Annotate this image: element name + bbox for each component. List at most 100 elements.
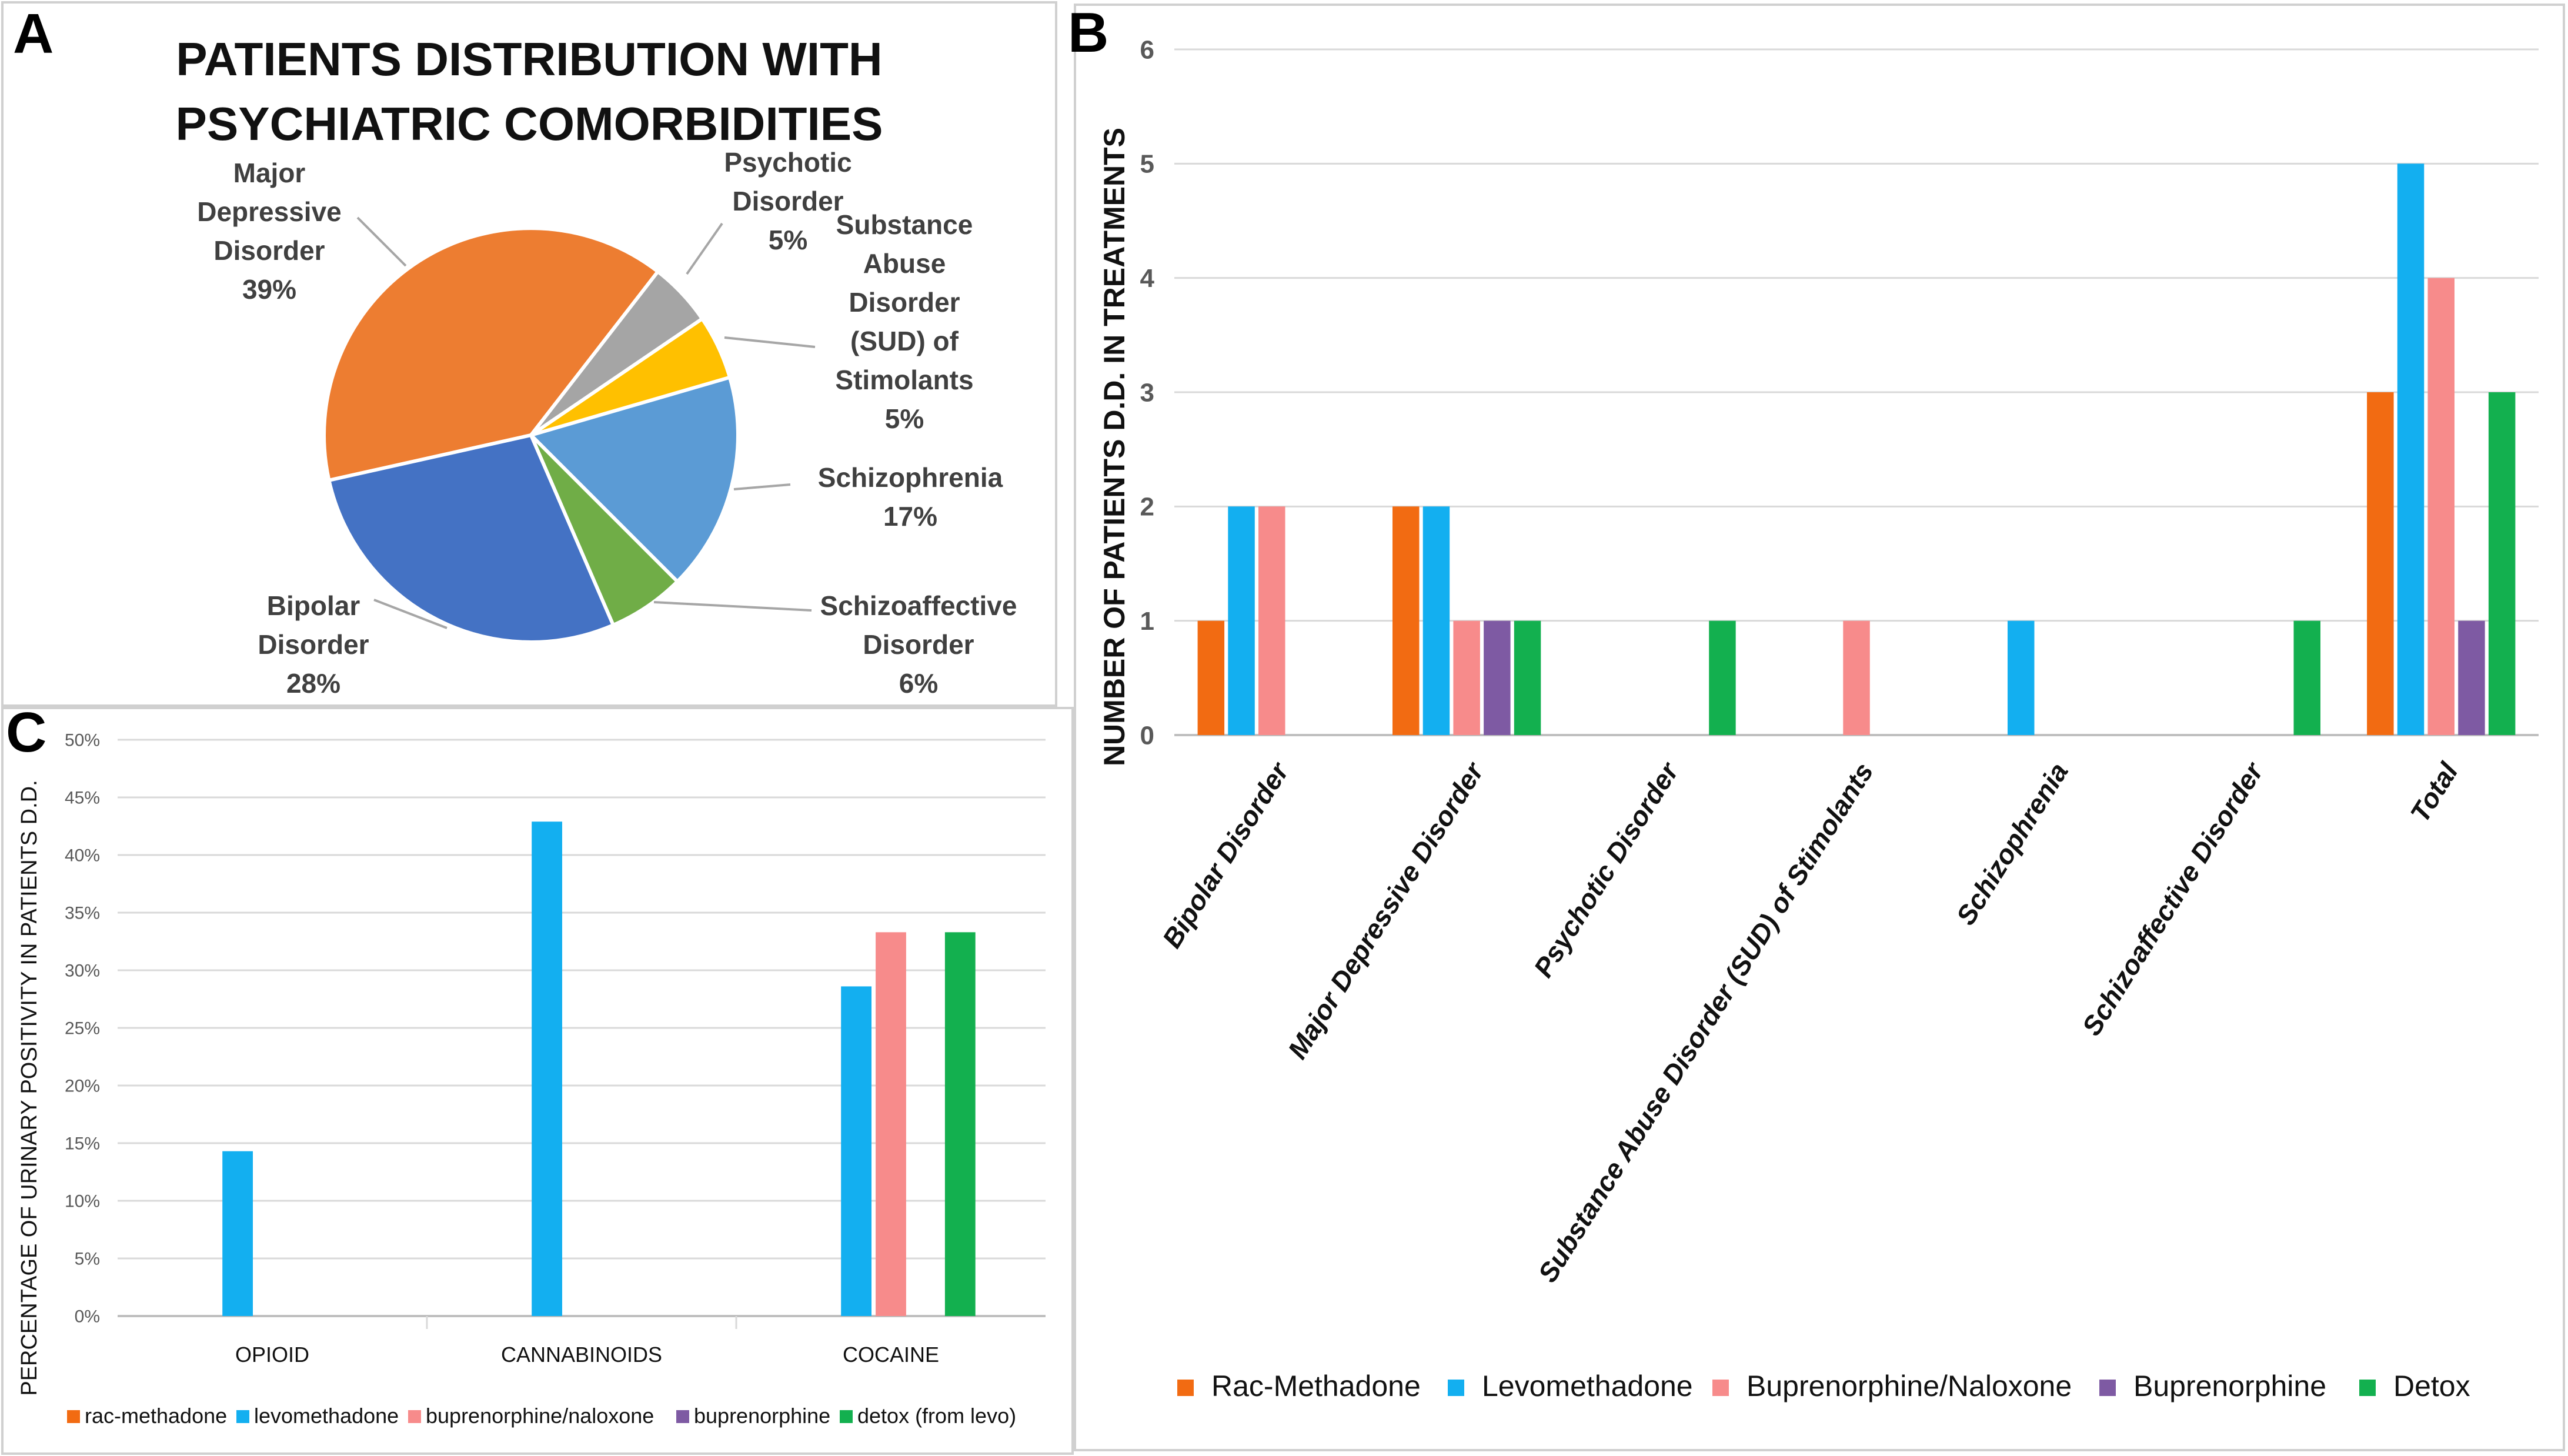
pie-labels: MajorDepressiveDisorder39%PsychoticDisor…	[197, 147, 1017, 699]
c-legend-swatch-buprenorphine	[676, 1410, 689, 1423]
pie-title-line-1: PATIENTS DISTRIBUTION WITH	[176, 33, 882, 85]
pie-label-text: Schizophrenia	[818, 462, 1003, 493]
c-legend-label-rac-methadone: rac-methadone	[85, 1404, 227, 1428]
pie-leader-line	[653, 601, 812, 612]
b-bar-rac-methadone-major-depressive-disorder	[1392, 506, 1420, 735]
c-y-axis-label: PERCENTAGE OF URINARY POSITIVITY IN PATI…	[17, 780, 42, 1395]
c-bar-levomethadone-cocaine	[841, 986, 871, 1316]
pie-slices	[322, 226, 740, 644]
b-bar-buprenorphine-naloxone-major-depressive-disorder	[1453, 620, 1480, 735]
c-x-tick-label: COCAINE	[843, 1343, 939, 1367]
pie-title-line-2: PSYCHIATRIC COMORBIDITIES	[175, 98, 883, 150]
c-y-tick-label: 0%	[75, 1307, 100, 1327]
b-x-tick-label: Schizoaffective Disorder	[2076, 756, 2269, 1041]
b-y-tick-label: 0	[1140, 721, 1154, 750]
c-bar-detox-from-levo-cocaine	[944, 932, 976, 1316]
b-bar-levomethadone-total	[2397, 163, 2425, 735]
pie-label-text: 28%	[286, 668, 340, 699]
b-bar-levomethadone-major-depressive-disorder	[1422, 506, 1450, 735]
c-y-tick-label: 15%	[65, 1134, 100, 1154]
b-y-tick-label: 6	[1140, 35, 1154, 64]
c-legend-swatch-buprenorphine-naloxone	[408, 1410, 421, 1423]
panel-b-frame	[1074, 4, 2565, 1451]
b-x-tick-label: Substance Abuse Disorder (SUD) of Stimol…	[1532, 757, 1879, 1288]
b-bars	[1197, 163, 2516, 735]
c-legend: rac-methadone levomethadone buprenorphine/…	[67, 1404, 1016, 1428]
c-legend-label-detox-from-levo: detox (from levo)	[857, 1404, 1016, 1428]
b-legend-label-buprenorphine-naloxone: Buprenorphine/Naloxone	[1746, 1370, 2072, 1402]
b-legend-label-rac-methadone: Rac-Methadone	[1211, 1370, 1421, 1402]
b-bar-detox-major-depressive-disorder	[1514, 620, 1541, 735]
pie-chart: PATIENTS DISTRIBUTION WITH PSYCHIATRIC C…	[175, 33, 1017, 699]
pie-label-text: Stimolants	[835, 365, 973, 395]
c-y-tick-label: 40%	[65, 846, 100, 866]
pie-label-text: Disorder	[849, 287, 960, 318]
pie-slice-schizophrenia-17	[527, 375, 740, 585]
pie-leader-line	[733, 483, 791, 490]
b-legend-swatch-buprenorphine-naloxone	[1712, 1380, 1729, 1396]
panel-c-frame	[1, 707, 1074, 1455]
pie-label-text: Abuse	[863, 248, 946, 279]
pie-label-text: 39%	[242, 274, 296, 305]
pie-label-text: Substance	[836, 209, 973, 240]
b-gridlines	[1174, 48, 2539, 736]
c-legend-label-buprenorphine-naloxone: buprenorphine/naloxone	[426, 1404, 654, 1428]
c-bar-buprenorphine-naloxone-cocaine	[876, 932, 906, 1316]
b-x-tick-label: Psychotic Disorder	[1528, 756, 1685, 983]
c-bar-levomethadone-opioid	[222, 1151, 253, 1316]
c-y-tick-label: 25%	[65, 1019, 100, 1038]
panel-label-b: B	[1068, 1, 1108, 64]
b-bar-detox-psychotic-disorder	[1709, 620, 1736, 735]
b-bar-buprenorphine-major-depressive-disorder	[1484, 620, 1511, 735]
b-bar-rac-methadone-bipolar-disorder	[1197, 620, 1225, 735]
b-legend-label-levomethadone: Levomethadone	[1482, 1370, 1693, 1402]
pie-label-text: 5%	[769, 225, 807, 255]
pie-label-text: Psychotic	[724, 147, 851, 178]
c-x-tick-label: CANNABINOIDS	[501, 1343, 662, 1367]
b-legend-swatch-rac-methadone	[1177, 1380, 1194, 1396]
pie-leader-line	[373, 599, 448, 629]
panel-label-a: A	[13, 2, 54, 65]
b-y-tick-label: 4	[1140, 264, 1155, 293]
pie-leader-line	[356, 216, 407, 267]
b-legend: Rac-Methadone Levomethadone Buprenorphine/…	[1177, 1370, 2470, 1402]
b-legend-label-detox: Detox	[2393, 1370, 2470, 1402]
c-y-tick-label: 50%	[65, 731, 100, 750]
b-y-axis-label: NUMBER OF PATIENTS D.D. IN TREATMENTS	[1098, 128, 1131, 766]
c-bar-levomethadone-cannabinoids	[532, 821, 562, 1316]
pie-label-text: 6%	[899, 668, 938, 699]
c-y-tick-label: 45%	[65, 789, 100, 808]
b-x-tick-label: Bipolar Disorder	[1156, 756, 1295, 953]
b-bar-buprenorphine-total	[2458, 620, 2485, 735]
b-legend-swatch-buprenorphine	[2099, 1380, 2116, 1396]
c-y-tick-label: 10%	[65, 1192, 100, 1211]
b-bar-buprenorphine-naloxone-bipolar-disorder	[1258, 506, 1285, 735]
c-bars	[222, 821, 976, 1316]
pie-leader-line	[724, 336, 816, 348]
c-x-tick-label: OPIOID	[235, 1343, 309, 1367]
c-y-tick-labels: 0%5%10%15%20%25%30%35%40%45%50%	[65, 731, 100, 1327]
pie-label-text: Disorder	[863, 629, 974, 660]
b-bar-buprenorphine-naloxone-total	[2427, 278, 2455, 735]
c-legend-label-buprenorphine: buprenorphine	[694, 1404, 830, 1428]
c-legend-label-levomethadone: levomethadone	[254, 1404, 399, 1428]
pie-label-text: Disorder	[213, 235, 325, 266]
c-y-tick-label: 30%	[65, 961, 100, 981]
c-legend-swatch-rac-methadone	[67, 1410, 80, 1423]
c-y-tick-label: 35%	[65, 904, 100, 923]
pie-label-text: Disorder	[732, 186, 843, 216]
b-x-tick-label: Schizophrenia	[1950, 757, 2074, 930]
panel-label-c: C	[6, 701, 46, 764]
b-x-tick-label: Major Depressive Disorder	[1282, 756, 1490, 1064]
b-y-tick-label: 1	[1140, 607, 1154, 636]
b-bar-detox-total	[2488, 392, 2516, 735]
pie-label-text: 5%	[885, 403, 924, 434]
b-bar-rac-methadone-total	[2367, 392, 2394, 735]
pie-label-text: 17%	[883, 501, 937, 532]
b-bar-detox-schizoaffective-disorder	[2293, 620, 2320, 735]
